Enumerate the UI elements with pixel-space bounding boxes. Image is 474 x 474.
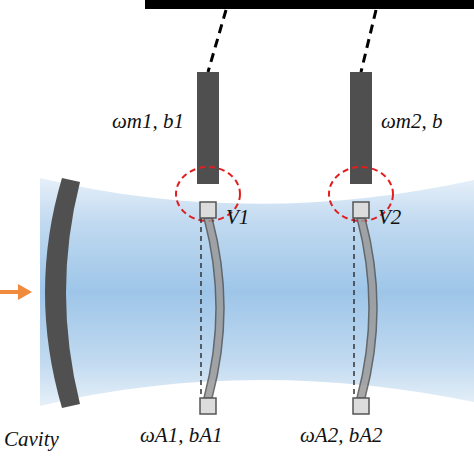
rest-position <box>200 218 202 398</box>
parameter-label: ωA1, bA1 <box>140 424 222 447</box>
parameter-label: ωm2, b <box>381 110 443 133</box>
voltage-label: V2 <box>378 206 401 229</box>
voltage-label: V1 <box>226 206 249 229</box>
tether-line <box>361 10 376 72</box>
clamp <box>200 202 216 218</box>
rest-position <box>353 218 355 398</box>
support-bar <box>145 0 474 9</box>
membrane <box>357 218 377 398</box>
membrane <box>204 218 224 398</box>
component-label: Cavity <box>4 428 59 451</box>
cavity-mirror <box>45 178 80 408</box>
input-arrowhead <box>18 284 32 300</box>
clamp <box>353 398 369 414</box>
clamp <box>353 202 369 218</box>
parameter-label: ωm1, b1 <box>112 110 184 133</box>
light-beam <box>40 178 474 406</box>
tether-line <box>208 10 226 72</box>
parameter-label: ωA2, bA2 <box>300 424 382 447</box>
clamp <box>200 398 216 414</box>
